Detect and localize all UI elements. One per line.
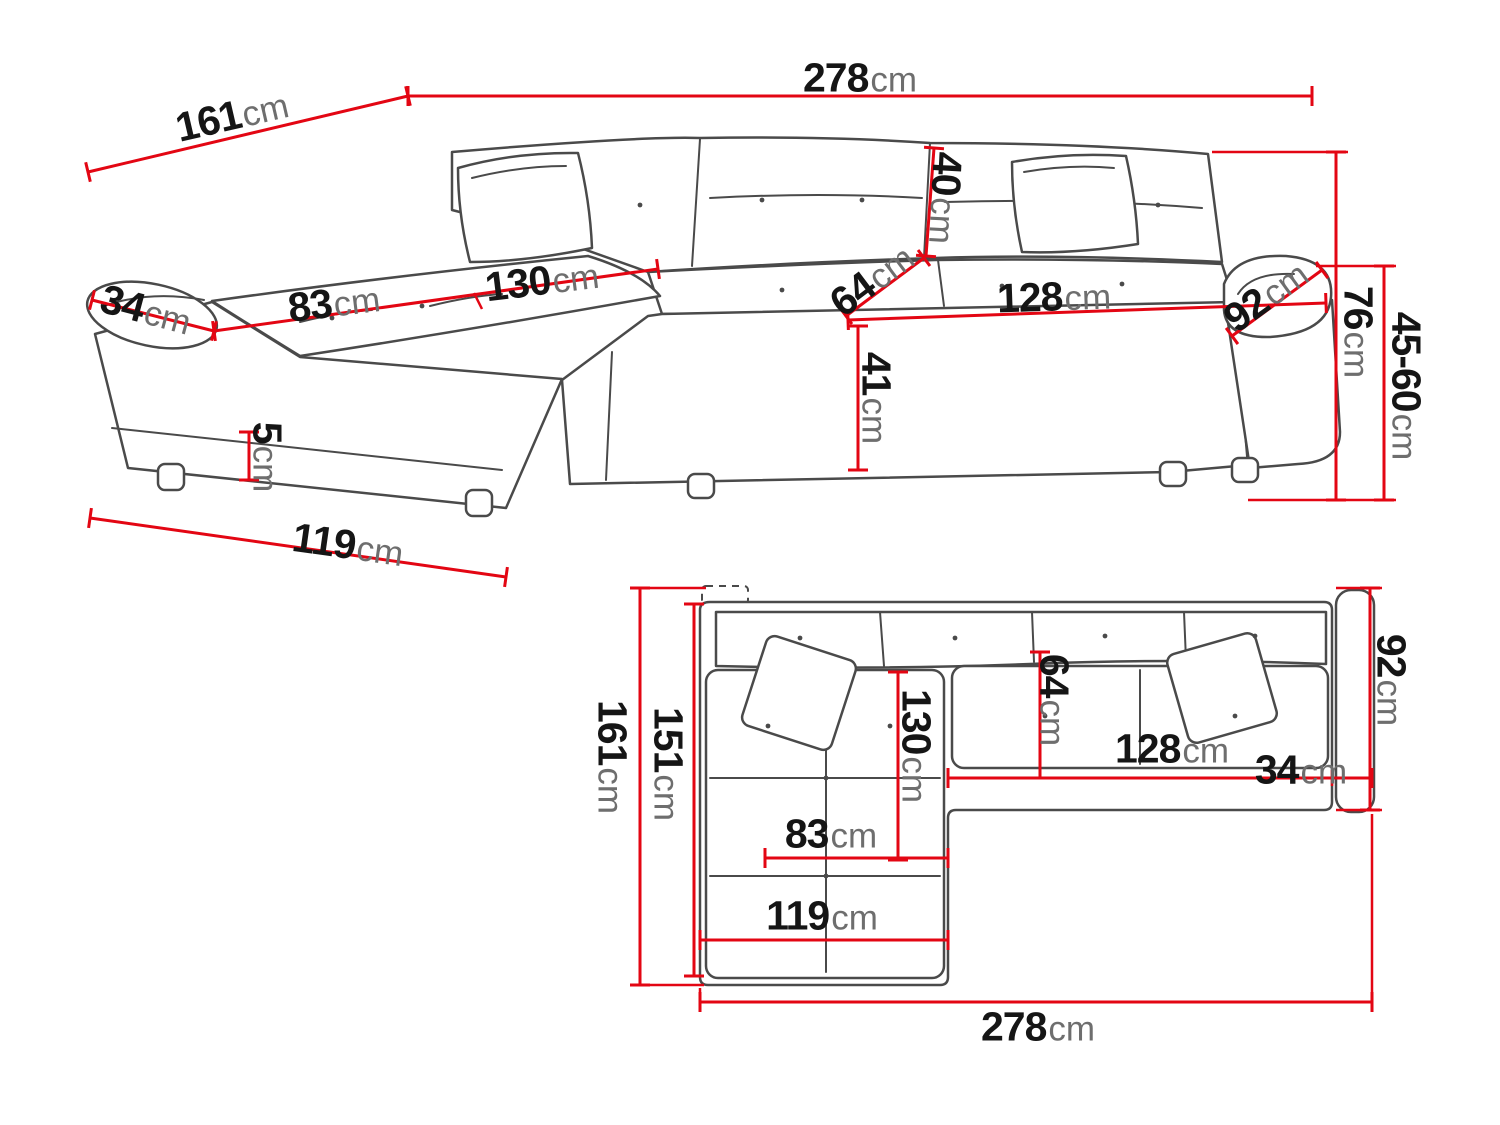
dim-value: 64 (1031, 653, 1078, 698)
dim-unit: cm (331, 280, 383, 325)
dim-unit: cm (894, 756, 934, 804)
dim-persp-back-height: 40cm (921, 150, 971, 245)
dim-value: 119 (289, 513, 359, 569)
plan-sofa-drawing (698, 585, 1376, 987)
dim-persp-seat-width: 128cm (996, 273, 1112, 322)
dim-value: 40 (922, 150, 971, 197)
dim-value: 161 (589, 699, 636, 766)
dim-plan-armrest-depth: 92cm (1368, 633, 1415, 727)
dim-unit: cm (854, 397, 894, 445)
dim-unit: cm (1182, 731, 1230, 771)
dim-value: 92 (1368, 633, 1415, 678)
dim-plan-cushion-depth: 151cm (645, 706, 692, 822)
dim-value: 119 (766, 892, 830, 939)
dim-value: 34 (1254, 746, 1300, 793)
dim-unit: cm (550, 256, 602, 302)
dim-plan-chaise-length: 130cm (893, 688, 940, 804)
dim-value: 278 (980, 1003, 1047, 1050)
dim-persp-armrest-height: 45-60cm (1383, 311, 1430, 461)
dim-unit: cm (1336, 331, 1376, 379)
dim-unit: cm (245, 445, 285, 493)
dim-unit: cm (590, 767, 630, 815)
dim-value: 130 (482, 256, 554, 311)
dim-plan-depth-total: 161cm (589, 699, 636, 815)
dim-unit: cm (921, 196, 963, 245)
dim-value: 76 (1335, 285, 1382, 330)
dim-value: 151 (645, 706, 692, 773)
dim-unit: cm (1369, 679, 1409, 727)
dim-unit: cm (1384, 413, 1424, 461)
dim-persp-total-height: 76cm (1335, 285, 1382, 379)
dim-value: 41 (853, 351, 900, 396)
dim-value: 83 (285, 279, 335, 331)
dim-value: 128 (1114, 725, 1181, 772)
dim-unit: cm (354, 528, 406, 575)
dim-plan-seat-depth: 64cm (1031, 653, 1078, 747)
dim-unit: cm (1063, 277, 1112, 319)
dim-unit: cm (1300, 752, 1348, 792)
dim-plan-armrest-width: 34cm (1254, 746, 1348, 793)
dim-value: 45-60 (1383, 311, 1430, 412)
dim-unit: cm (870, 60, 918, 100)
dim-value: 128 (996, 273, 1064, 322)
dim-value: 83 (784, 810, 830, 857)
dim-plan-seat-width: 128cm (1114, 725, 1230, 772)
dim-plan-chaise-seat-width: 83cm (784, 810, 878, 857)
dim-value: 5 (244, 421, 291, 444)
dim-unit: cm (646, 774, 686, 822)
dim-unit: cm (831, 898, 878, 938)
dim-unit: cm (1032, 699, 1072, 747)
perspective-dimension-lines (84, 85, 1396, 588)
dim-value: 130 (893, 688, 940, 755)
dim-plan-total-width: 278cm (980, 1003, 1096, 1050)
dim-persp-seat-height: 41cm (853, 351, 900, 445)
dim-persp-total-width: 278cm (802, 54, 918, 101)
dim-unit: cm (830, 816, 878, 856)
plan-dimension-lines (630, 586, 1382, 1012)
dim-plan-chaise-width: 119cm (766, 892, 878, 939)
dim-persp-leg-height: 5cm (244, 421, 291, 493)
dim-unit: cm (1048, 1009, 1096, 1049)
dim-value: 278 (802, 54, 869, 101)
